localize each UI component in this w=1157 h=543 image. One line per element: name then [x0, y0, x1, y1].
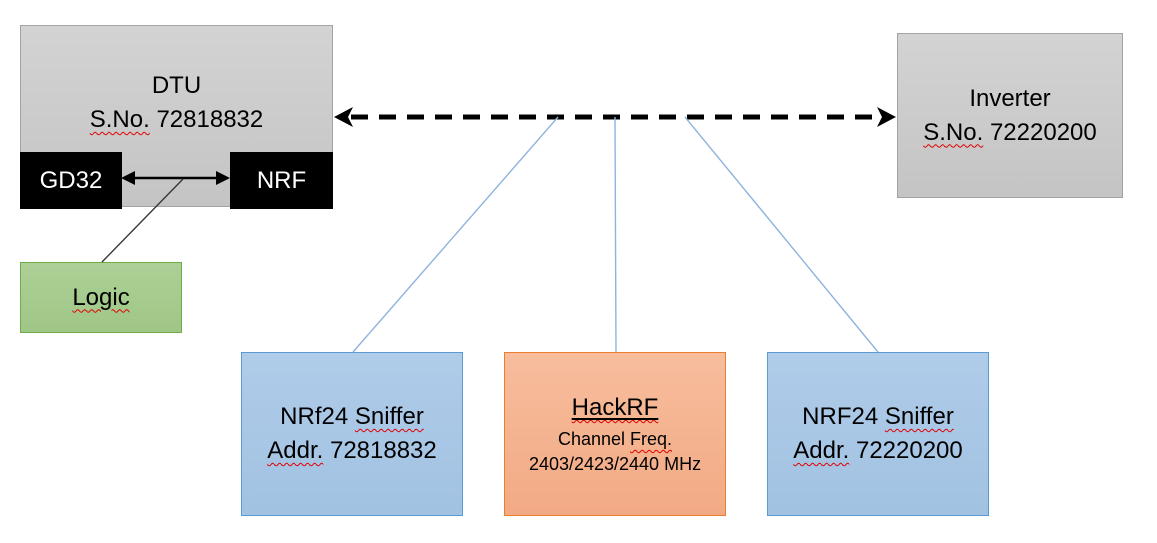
nrf-chip: NRF: [230, 152, 333, 209]
dtu-serial-number: 72818832: [156, 106, 264, 133]
inverter-serial-number: 72220200: [989, 118, 1097, 146]
sniffer-left-name-prefix: NRf24: [280, 403, 349, 430]
sniffer-right-name-prefix: NRF24: [802, 403, 879, 430]
gd32-chip: GD32: [20, 152, 122, 209]
dtu-title: DTU: [151, 72, 202, 99]
sniffer-left-addr: Addr. 72818832: [267, 434, 437, 468]
sniffer-right-addr-label: Addr.: [793, 437, 850, 464]
logic-box: Logic: [20, 262, 182, 333]
sniffer-right-connector-line: [684, 116, 879, 353]
sniffer-right-name: NRF24 Sniffer: [802, 400, 954, 434]
dtu-serial-label: S.No.: [89, 106, 150, 133]
dtu-serial: S.No. 72818832: [90, 103, 263, 137]
hackrf-channel-label: Channel: [557, 429, 626, 449]
sniffer-right-addr-number: 72220200: [855, 437, 963, 464]
sniffer-right-box: NRF24 Sniffer Addr. 72220200: [767, 352, 989, 516]
hackrf-box: HackRF Channel Freq. 2403/2423/2440 MHz: [504, 352, 726, 516]
dtu-inverter-dashed-link: [334, 107, 896, 127]
sniffer-left-box: NRf24 Sniffer Addr. 72818832: [241, 352, 463, 516]
inverter-serial: S.No. 72220200: [923, 116, 1096, 150]
hackrf-channel-line: Channel Freq.: [558, 427, 672, 452]
sniffer-left-name: NRf24 Sniffer: [280, 400, 424, 434]
sniffer-right-name-word: Sniffer: [884, 403, 954, 430]
sniffer-left-addr-number: 72818832: [329, 437, 437, 464]
sniffer-left-name-word: Sniffer: [354, 403, 424, 430]
hackrf-frequencies: 2403/2423/2440 MHz: [528, 454, 702, 474]
sniffer-left-connector-line: [352, 116, 559, 353]
inverter-title: Inverter: [969, 84, 1051, 112]
arrowhead-right-icon: [877, 107, 896, 127]
nrf-label: NRF: [256, 166, 307, 194]
sniffer-right-addr: Addr. 72220200: [793, 434, 963, 468]
sniffer-left-addr-label: Addr.: [267, 437, 324, 464]
hackrf-connector-line: [614, 116, 617, 353]
hackrf-channel-word: Freq.: [630, 429, 673, 449]
arrowhead-left-icon: [334, 107, 353, 127]
hackrf-title: HackRF: [571, 394, 659, 421]
inverter-serial-label: S.No.: [923, 118, 984, 146]
gd32-label: GD32: [39, 166, 103, 194]
logic-label: Logic: [72, 283, 130, 311]
inverter-box: Inverter S.No. 72220200: [897, 33, 1123, 198]
